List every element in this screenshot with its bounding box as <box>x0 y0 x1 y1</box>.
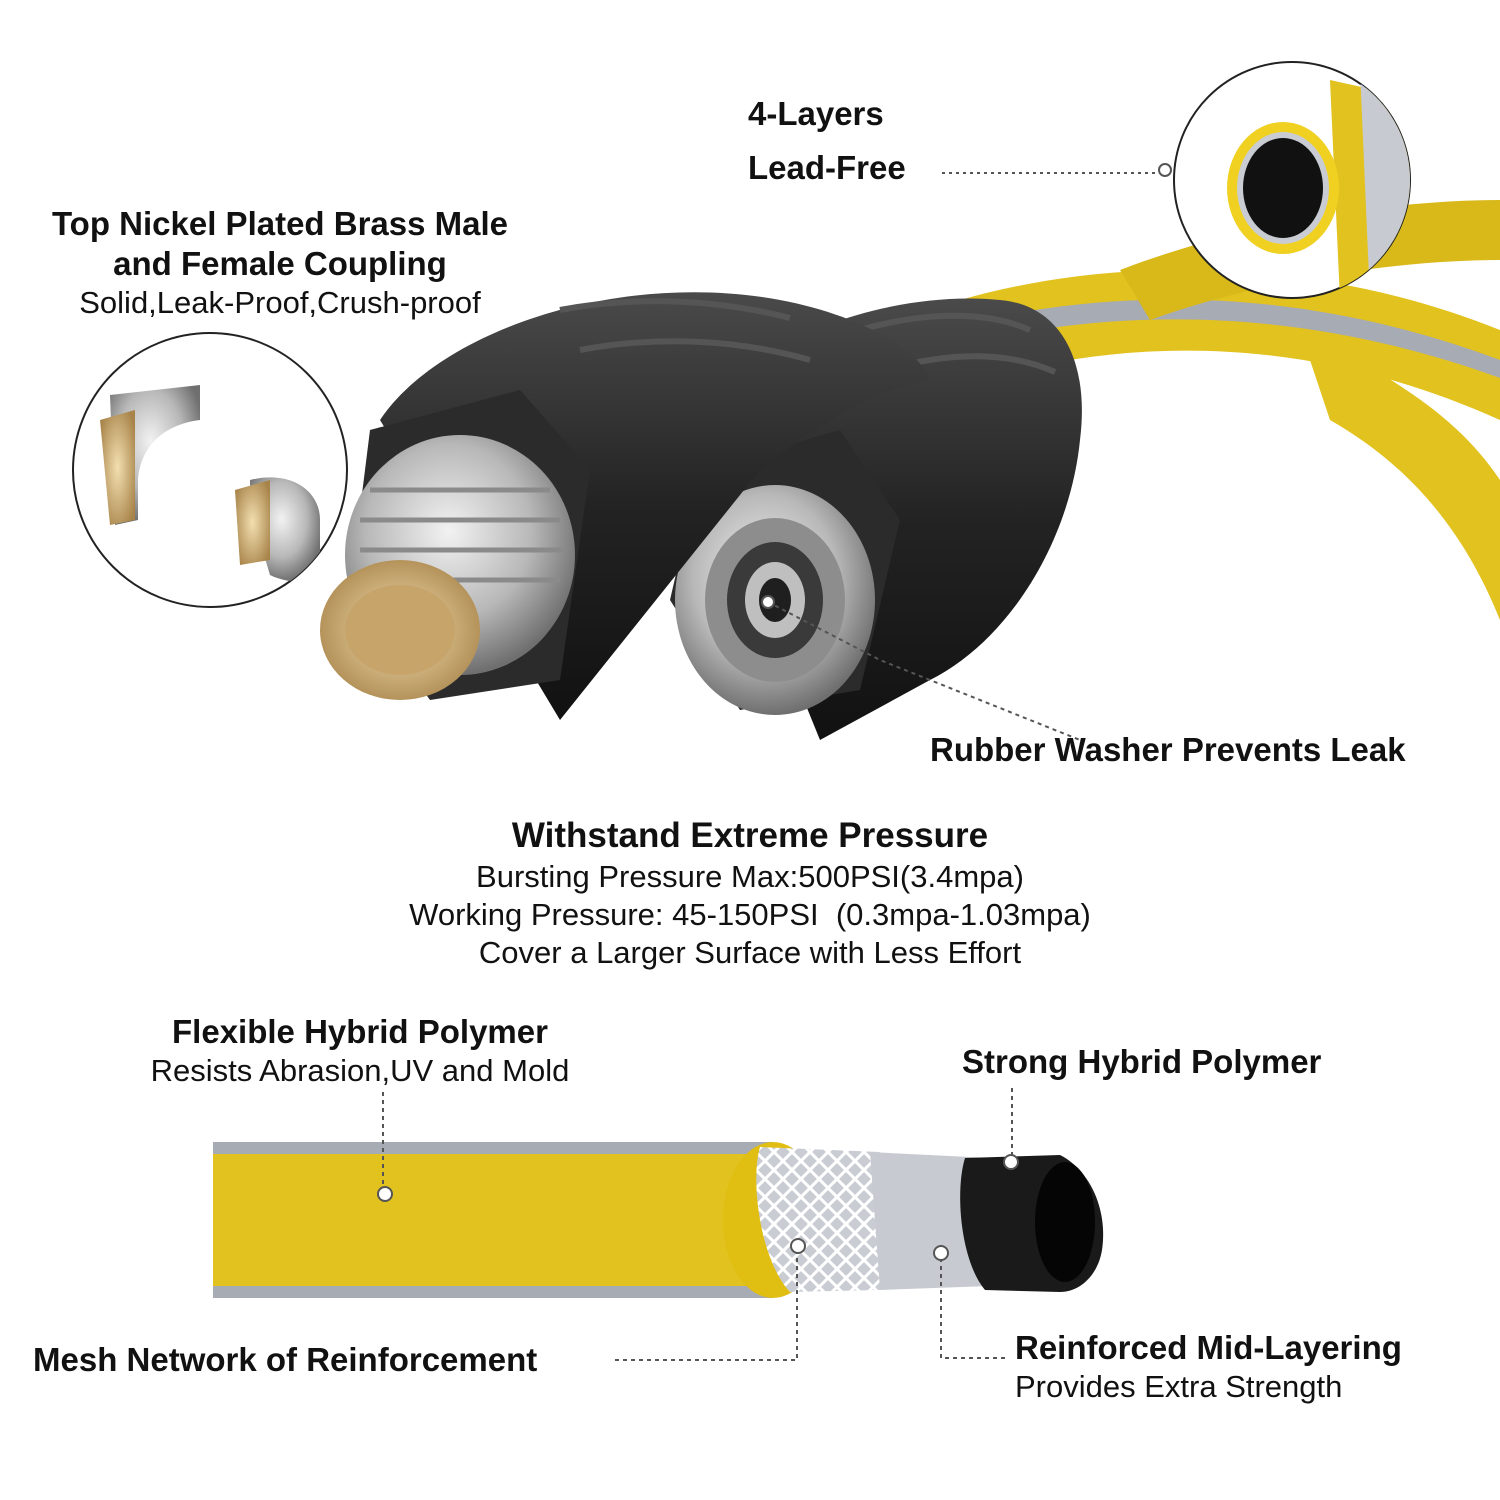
pressure-callout: Withstand Extreme Pressure Bursting Pres… <box>310 814 1190 972</box>
flexible-title: Flexible Hybrid Polymer <box>172 1013 548 1050</box>
layers-title-2: Lead-Free <box>748 149 906 186</box>
layers-title-1: 4-Layers <box>748 95 884 132</box>
strong-title: Strong Hybrid Polymer <box>962 1043 1322 1080</box>
midlayer-subtitle: Provides Extra Strength <box>1015 1369 1343 1404</box>
coupling-title-1: Top Nickel Plated Brass Male <box>51 205 509 242</box>
pressure-working: Working Pressure: 45-150PSI (0.3mpa-1.03… <box>409 897 1091 932</box>
midlayer-title: Reinforced Mid-Layering <box>1015 1329 1402 1366</box>
pressure-title: Withstand Extreme Pressure <box>511 816 989 855</box>
callout-leaders <box>377 163 1172 1361</box>
coupling-inset-circle <box>72 332 348 608</box>
washer-title: Rubber Washer Prevents Leak <box>930 731 1406 768</box>
mesh-title: Mesh Network of Reinforcement <box>33 1341 538 1378</box>
pressure-burst: Bursting Pressure Max:500PSI(3.4mpa) <box>476 859 1024 894</box>
flexible-subtitle: Resists Abrasion,UV and Mold <box>150 1053 570 1088</box>
hose-cutaway-graphic <box>213 1142 1104 1298</box>
midlayer-callout: Reinforced Mid-Layering Provides Extra S… <box>1015 1328 1402 1406</box>
coupling-title-2: and Female Coupling <box>113 245 447 282</box>
male-coupling-graphic <box>320 292 930 720</box>
pressure-effort: Cover a Larger Surface with Less Effort <box>478 935 1022 970</box>
flexible-callout: Flexible Hybrid Polymer Resists Abrasion… <box>110 1012 610 1090</box>
coupling-subtitle: Solid,Leak-Proof,Crush-proof <box>79 285 481 320</box>
coupling-callout: Top Nickel Plated Brass Male and Female … <box>0 204 560 322</box>
